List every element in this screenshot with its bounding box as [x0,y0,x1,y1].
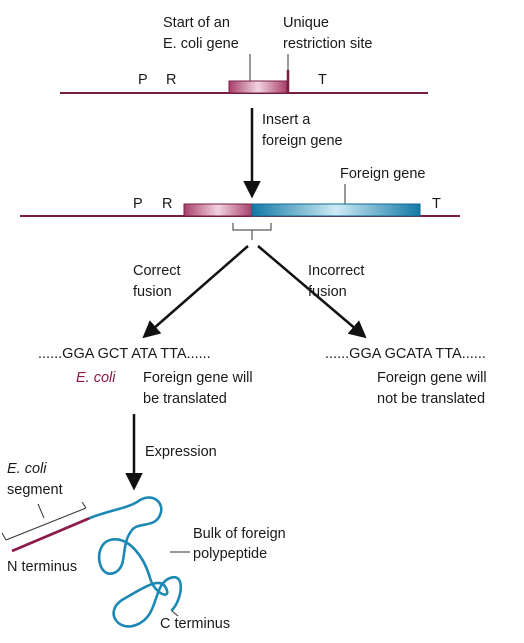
expression-step: Expression [125,414,217,491]
correct-fusion-label-1: Correct [133,263,181,279]
fusion-branches: Correct fusion Incorrect fusion [133,245,367,339]
middle-promoter: P [133,196,143,212]
correct-sequence: ......GGA GCT ATA TTA...... [38,346,211,362]
bulk-label-1: Bulk of foreign [193,526,286,542]
bulk-label-2: polypeptide [193,546,267,562]
ecoli-segment-box [183,203,253,217]
top-ribosome-site: R [166,72,176,88]
ecoli-sequence-label: E. coli [76,370,116,386]
top-terminator: T [318,72,327,88]
incorrect-outcome-line1: Foreign gene will [377,370,487,386]
correct-outcome-line1: Foreign gene will [143,370,253,386]
top-promoter: P [138,72,148,88]
ecoli-segment-bracket [1,501,87,541]
correct-outcome-line2: be translated [143,391,227,407]
top-dna: Start of an E. coli gene Unique restrict… [60,15,428,94]
middle-terminator: T [432,196,441,212]
ecoli-gene-start-box [228,80,288,94]
insert-step: Insert a foreign gene [243,108,343,199]
middle-dna: Foreign gene P R T [20,166,460,240]
incorrect-sequence: ......GGA GCATA TTA...... [325,346,486,362]
site-label-line2: restriction site [283,36,372,52]
start-label-line1: Start of an [163,15,230,31]
junction-bracket [232,223,272,231]
foreign-polypeptide-coil [88,496,183,628]
fusion-protein: E. coli segment N terminus Bulk of forei… [1,461,286,632]
n-terminus-label: N terminus [7,559,77,575]
foreign-gene-label: Foreign gene [340,166,425,182]
c-terminus-label: C terminus [160,616,230,632]
correct-fusion-label-2: fusion [133,284,172,300]
ecoli-segment-label-1: E. coli [7,461,47,477]
c-terminus-pointer [171,610,179,617]
insert-label-line2: foreign gene [262,133,343,149]
insert-label-line1: Insert a [262,112,311,128]
incorrect-fusion-label-1: Incorrect [308,263,364,279]
correct-fusion-arrow [142,245,249,339]
foreign-gene-box [251,203,421,217]
incorrect-outcome-line2: not be translated [377,391,485,407]
middle-ribosome-site: R [162,196,172,212]
ecoli-segment-label-2: segment [7,482,63,498]
expression-label: Expression [145,444,217,460]
ecoli-peptide-segment [11,516,91,553]
incorrect-fusion-label-2: fusion [308,284,347,300]
site-label-line1: Unique [283,15,329,31]
start-label-line2: E. coli gene [163,36,239,52]
ecoli-segment-bracket-stem [37,503,45,519]
sequences: ......GGA GCT ATA TTA...... ......GGA GC… [38,346,487,407]
incorrect-fusion-arrow [257,245,367,339]
